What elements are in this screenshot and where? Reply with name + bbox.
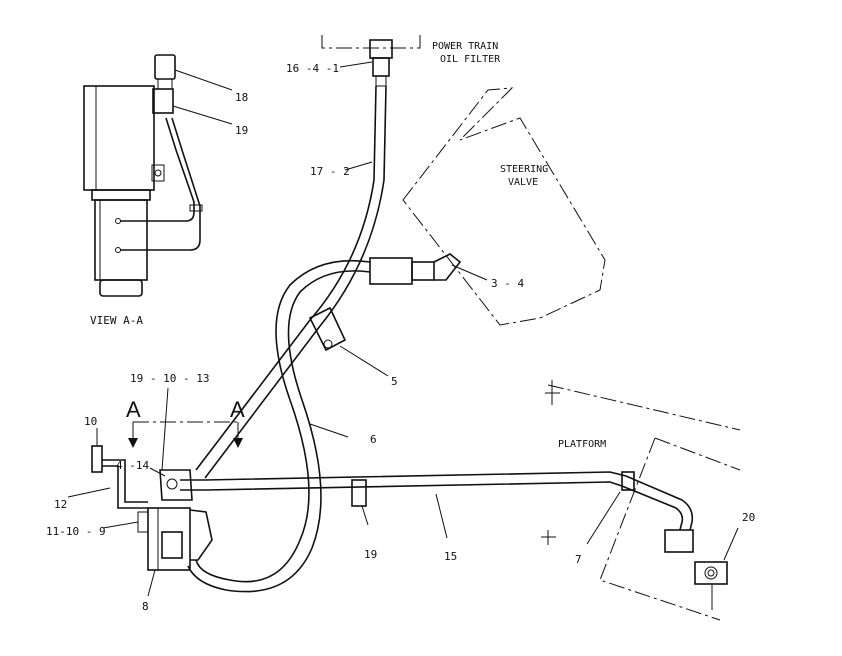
hose-6	[187, 259, 371, 593]
clip-7	[621, 471, 635, 491]
callout-8: 8	[142, 600, 149, 613]
steering-valve-label-1: STEERING	[500, 164, 548, 175]
platform-label: PLATFORM	[558, 439, 606, 450]
callout-17-2: 17 - 2	[310, 165, 350, 178]
inset-switch	[154, 54, 176, 80]
bracket-12	[91, 445, 148, 509]
valve-block-8	[137, 469, 213, 571]
inset-nut	[91, 189, 151, 201]
steering-valve-outline	[402, 87, 606, 326]
callout-5: 5	[391, 375, 398, 388]
callout-16-4-1: 16 -4 -1	[286, 62, 339, 75]
inset-fitting	[152, 88, 174, 114]
callout-10: 10	[84, 415, 97, 428]
section-marker-right: A	[230, 397, 245, 422]
inset-valve-block	[83, 85, 155, 191]
section-marker-left: A	[126, 397, 141, 422]
steering-valve-label-2: VALVE	[508, 177, 538, 188]
clip-19	[351, 479, 367, 507]
inset-body	[94, 199, 148, 281]
callout-18: 18	[235, 91, 248, 104]
end-fitting	[664, 529, 694, 553]
callout-19-bottom: 19	[364, 548, 377, 561]
callout-11-10-9: 11-10 - 9	[46, 525, 106, 538]
view-a-a-inset	[83, 54, 203, 297]
callout-20: 20	[742, 511, 755, 524]
view-a-a-label: VIEW A-A	[90, 314, 143, 327]
clamp-5	[308, 306, 347, 352]
leader-lines	[67, 61, 739, 597]
elbow-fitting-3-4	[369, 253, 462, 285]
callout-15: 15	[444, 550, 457, 563]
callout-4-14: 4 -14	[116, 459, 149, 472]
inset-tube-upper	[120, 117, 195, 222]
switch-20	[694, 561, 728, 585]
inset-tube-lower	[120, 117, 201, 251]
callout-7: 7	[575, 553, 582, 566]
power-train-filter-fitting	[321, 35, 421, 87]
callout-19-top: 19	[235, 124, 248, 137]
tube-15	[180, 471, 694, 553]
platform-outline	[541, 380, 741, 621]
callout-19-10-13: 19 - 10 - 13	[130, 372, 209, 385]
section-cut-line	[128, 421, 243, 448]
inset-bottom-nut	[99, 279, 143, 297]
power-train-label-2: OIL FILTER	[440, 54, 501, 65]
power-train-label-1: POWER TRAIN	[432, 41, 498, 52]
callout-12: 12	[54, 498, 67, 511]
hose-17	[195, 85, 387, 479]
callout-3-4: 3 - 4	[491, 277, 524, 290]
callout-6: 6	[370, 433, 377, 446]
